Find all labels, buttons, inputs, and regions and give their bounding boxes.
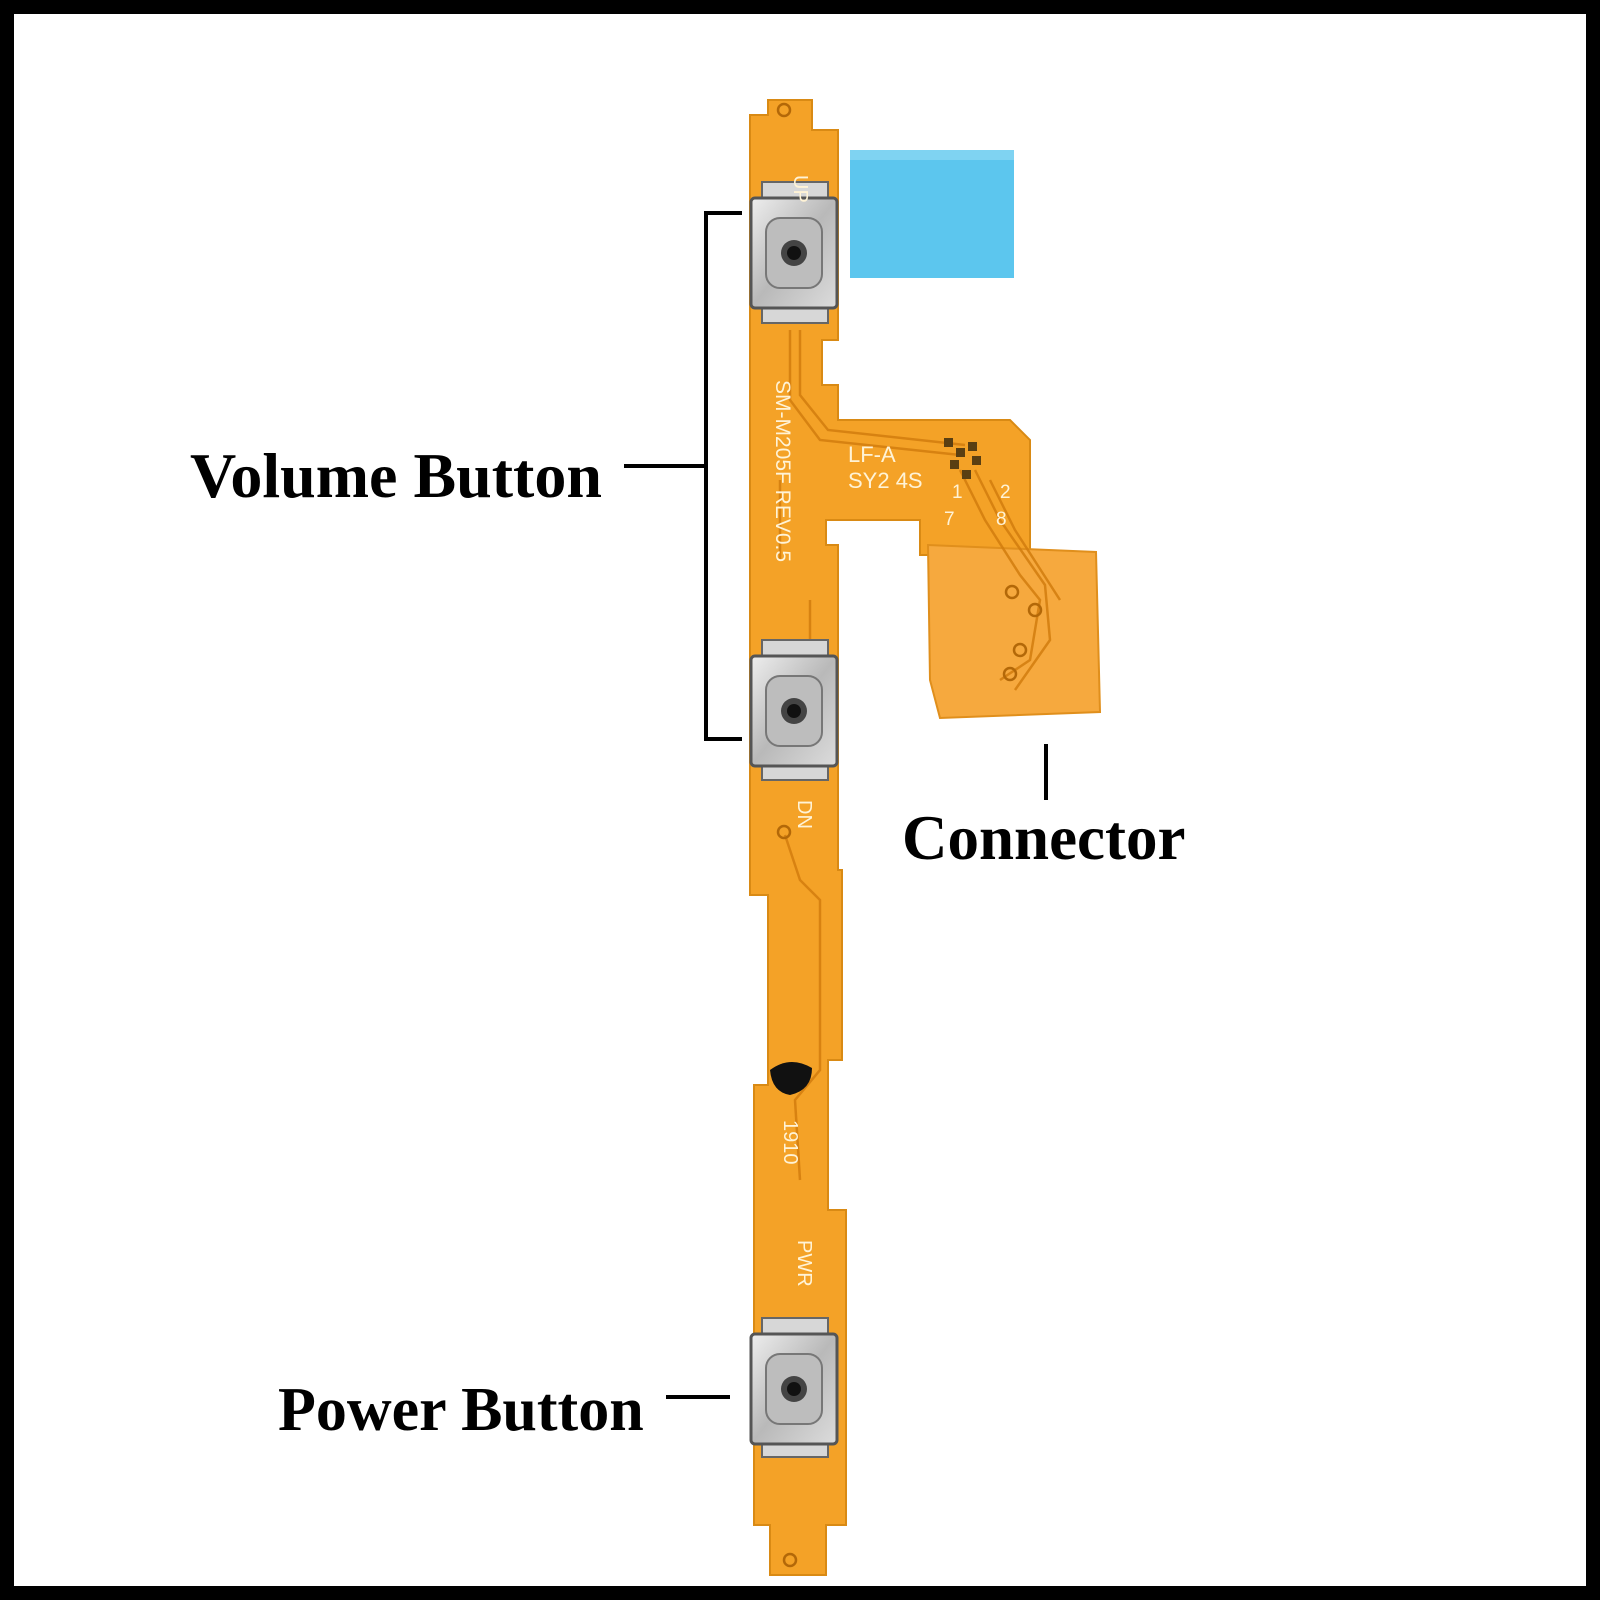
marking-up: UP bbox=[789, 175, 811, 203]
marking-dn: DN bbox=[793, 800, 815, 829]
marking-pwr: PWR bbox=[793, 1240, 815, 1287]
copper-traces bbox=[778, 330, 1062, 1181]
volume-bracket bbox=[704, 211, 742, 741]
adhesive-tab bbox=[850, 150, 1014, 278]
flex-cable-strip bbox=[749, 99, 1031, 1576]
image-frame: UP SM-M205F REV0.5 LF-A SY2 4S 1 7 2 8 D… bbox=[14, 14, 1586, 1586]
marking-model: SM-M205F REV0.5 bbox=[771, 380, 794, 562]
volume-button-label: Volume Button bbox=[190, 440, 602, 511]
black-glue-spot bbox=[770, 1061, 812, 1095]
trace-vias bbox=[776, 102, 1043, 1568]
leader-lines bbox=[624, 211, 1048, 1399]
marking-pin-8: 8 bbox=[996, 509, 1007, 530]
marking-pin-2: 2 bbox=[1000, 482, 1011, 503]
solder-pads bbox=[944, 438, 981, 479]
connector-pad bbox=[926, 543, 1102, 720]
marking-code-2: SY2 4S bbox=[848, 468, 923, 493]
marking-pin-1: 1 bbox=[952, 482, 963, 503]
marking-pin-7: 7 bbox=[944, 509, 955, 530]
flex-cable-diagram: UP SM-M205F REV0.5 LF-A SY2 4S 1 7 2 8 D… bbox=[624, 99, 1102, 1576]
marking-date: 1910 bbox=[779, 1120, 801, 1165]
volume-up-switch bbox=[749, 181, 839, 324]
power-button-label: Power Button bbox=[278, 1376, 644, 1444]
power-switch bbox=[749, 1317, 839, 1458]
marking-code-1: LF-A bbox=[848, 442, 896, 467]
connector-label: Connector bbox=[902, 803, 1186, 873]
volume-down-switch bbox=[749, 639, 839, 781]
